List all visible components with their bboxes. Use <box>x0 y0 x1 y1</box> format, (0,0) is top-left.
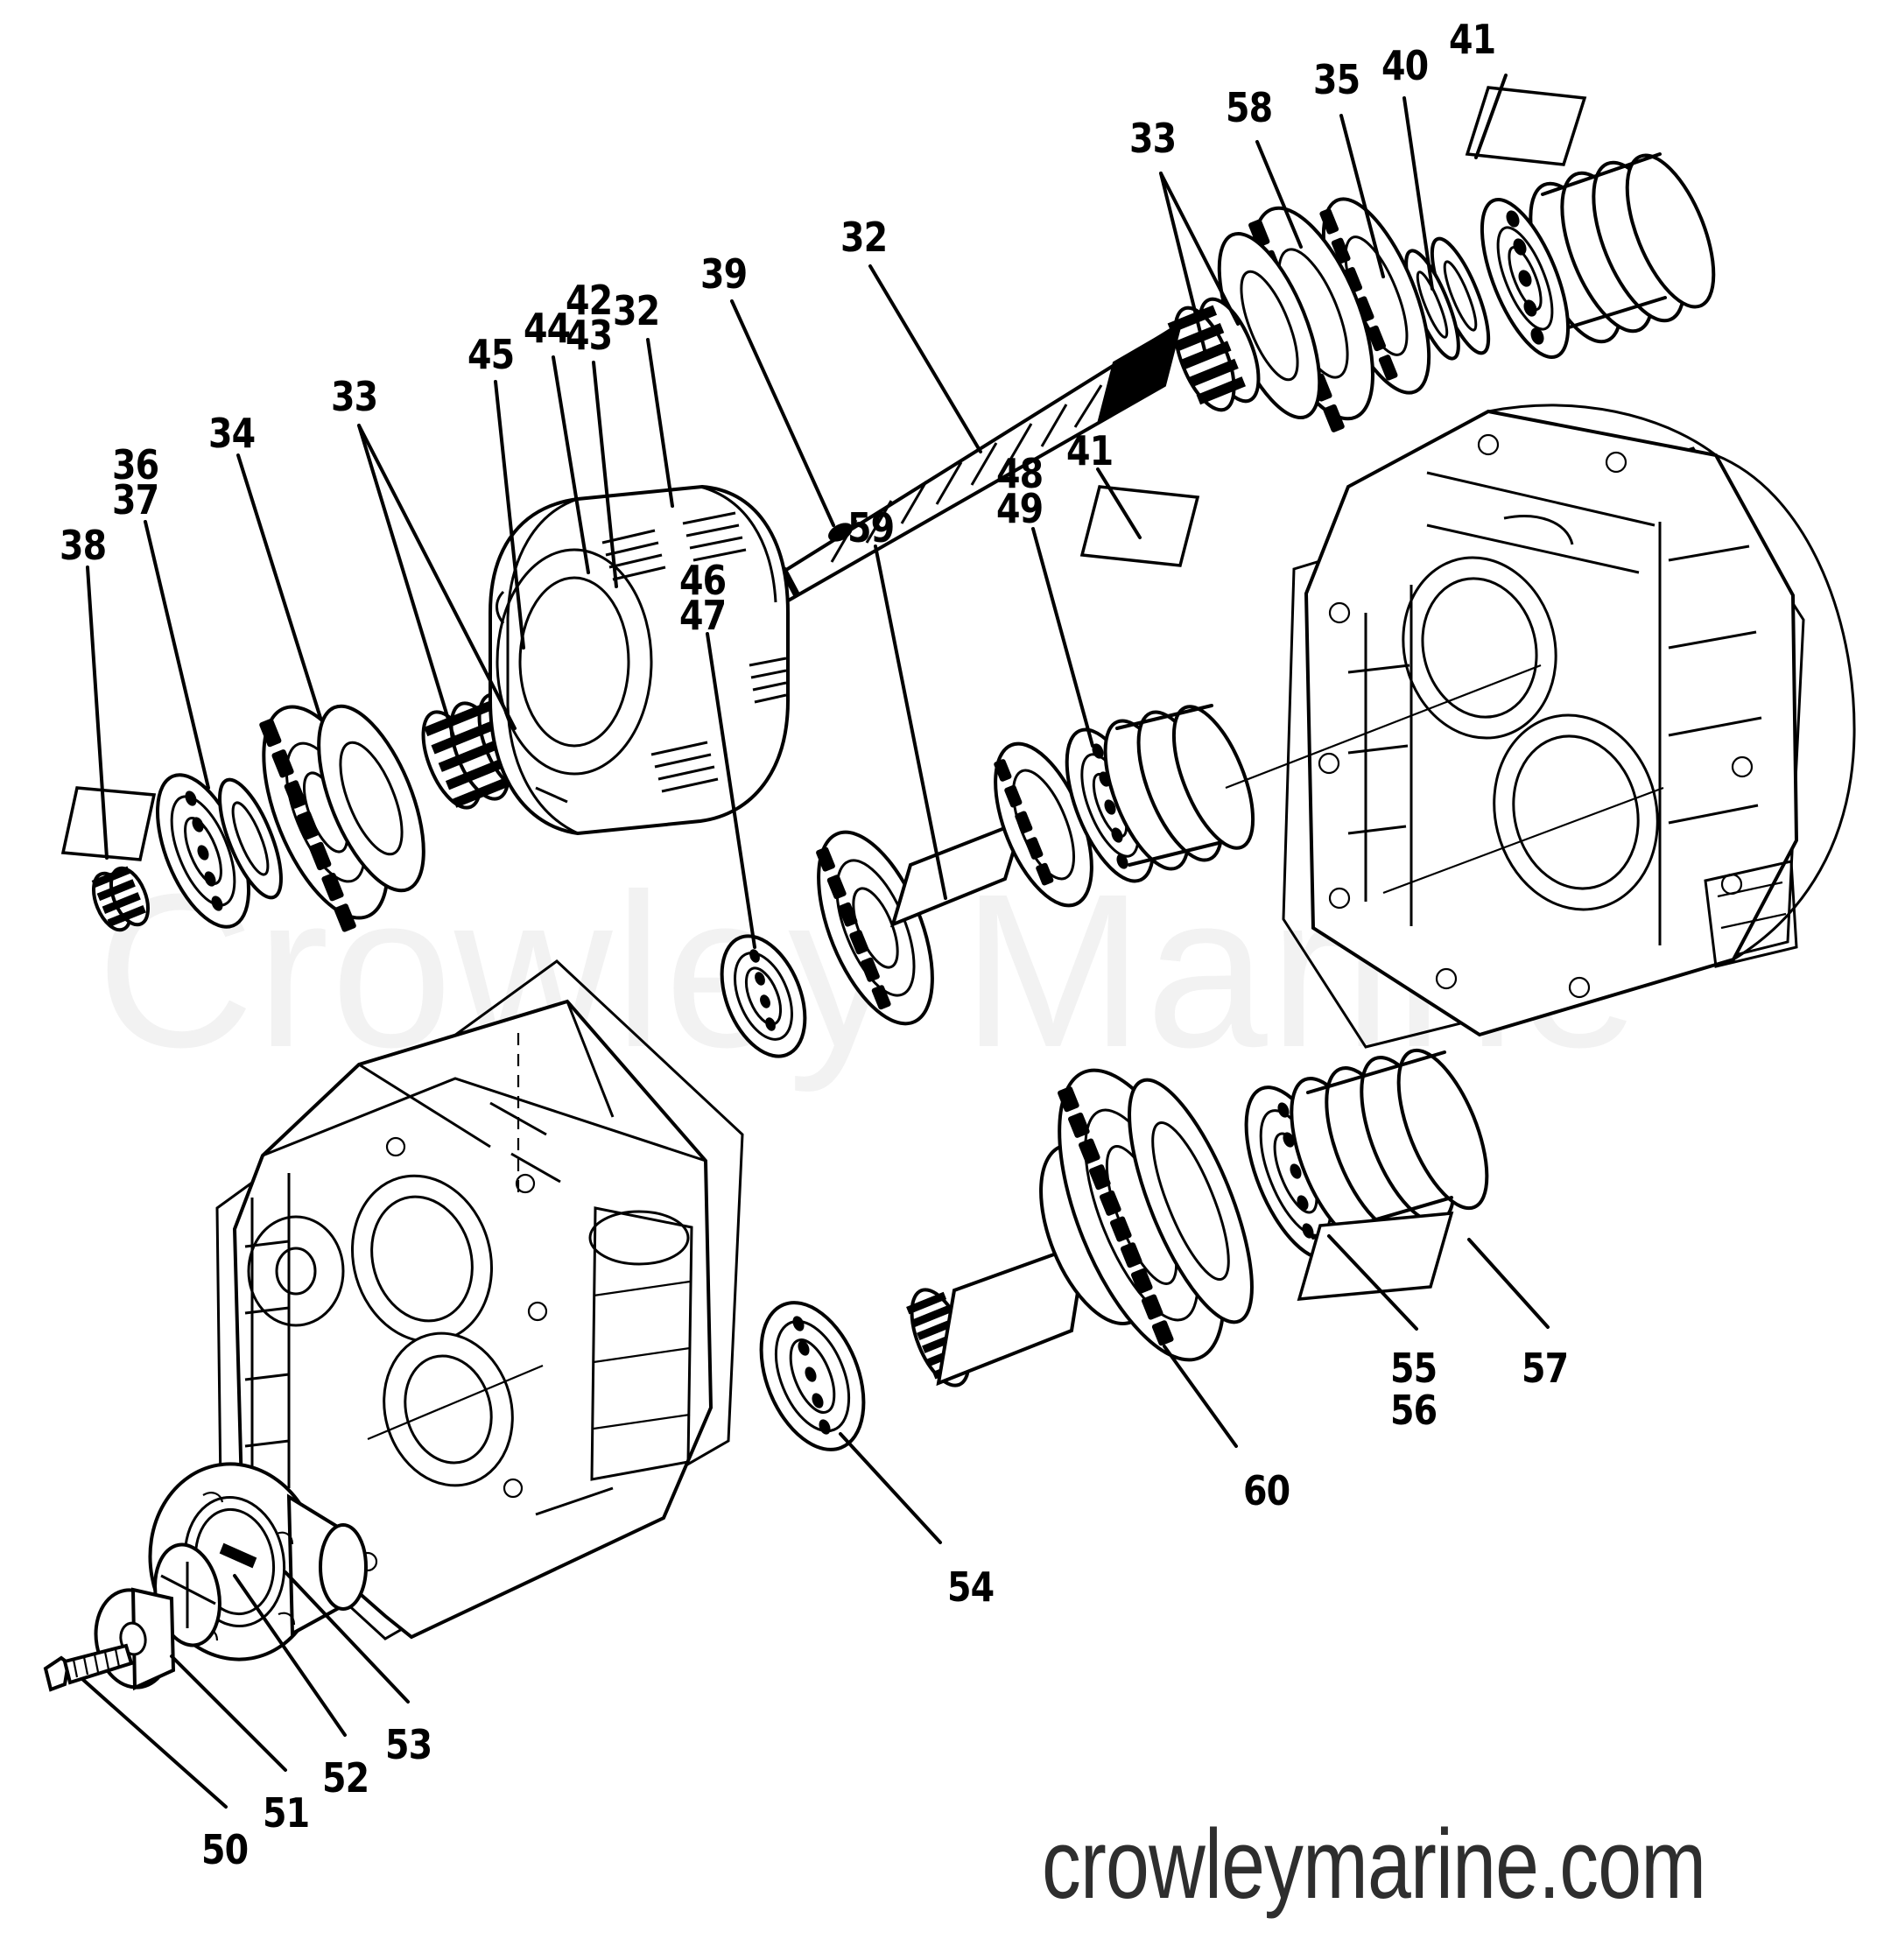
callout-33: 33 <box>1129 115 1177 162</box>
part-41-bearing-pack <box>1529 152 1716 344</box>
shim-box-57 <box>1297 1212 1454 1301</box>
part-bell-housing <box>1225 404 1856 1049</box>
shim-box-41b <box>1079 485 1200 567</box>
callout-51: 51 <box>263 1789 310 1837</box>
part-54-ball-bearing <box>759 1301 866 1451</box>
part-58-cluster-gear <box>1217 206 1374 432</box>
callout-43: 43 <box>566 312 613 359</box>
callout-54: 54 <box>947 1563 995 1611</box>
callout-58: 58 <box>1226 84 1273 131</box>
callout-36: 36 <box>112 441 159 488</box>
part-39-key <box>828 523 853 542</box>
callout-35: 35 <box>1313 56 1360 103</box>
callout-42: 42 <box>566 277 613 324</box>
part-51-cap <box>94 1587 176 1691</box>
footer-website-url: crowleymarine.com <box>1042 1809 1706 1919</box>
callout-47: 47 <box>679 592 727 639</box>
callout-33: 33 <box>331 373 378 420</box>
callout-32: 32 <box>613 287 660 334</box>
callout-38: 38 <box>60 522 107 569</box>
part-48-49-bearing-pack <box>1065 704 1255 883</box>
part-46-47-ball-bearing <box>720 934 807 1058</box>
callout-41: 41 <box>1449 16 1496 63</box>
callout-52: 52 <box>322 1754 369 1802</box>
callout-44: 44 <box>524 305 571 352</box>
leader-lines <box>81 74 1550 1809</box>
part-60-output-shaft-gear <box>906 1068 1254 1387</box>
part-34-gear <box>259 704 425 932</box>
callout-57: 57 <box>1522 1345 1569 1392</box>
part-38-roller-set <box>91 866 150 932</box>
callout-39: 39 <box>700 250 748 298</box>
shim-box-41 <box>1465 86 1587 166</box>
part-33-needle-bearings-upper <box>1167 297 1261 412</box>
callout-59: 59 <box>847 504 895 551</box>
callout-45: 45 <box>467 331 515 378</box>
callout-32: 32 <box>840 214 888 261</box>
callout-55: 55 <box>1390 1345 1438 1392</box>
part-36-37-bearing <box>155 773 283 929</box>
part-50-screw <box>43 1643 134 1692</box>
callout-34: 34 <box>208 410 256 457</box>
callout-56: 56 <box>1390 1387 1438 1434</box>
part-59-idler-shaft-assembly <box>816 741 1093 1026</box>
callout-40: 40 <box>1381 42 1429 89</box>
callout-41: 41 <box>1066 427 1114 474</box>
clutch-splines <box>601 511 787 793</box>
callout-60: 60 <box>1243 1467 1290 1514</box>
part-41-roller-bearing <box>1480 197 1571 360</box>
part-45-clutch-drum <box>489 484 790 836</box>
callout-37: 37 <box>112 476 159 523</box>
shim-box-38 <box>60 786 157 861</box>
group-idler-shaft <box>720 485 1255 1058</box>
callout-53: 53 <box>385 1721 432 1768</box>
callout-49: 49 <box>996 485 1044 532</box>
callout-50: 50 <box>201 1826 249 1873</box>
callout-48: 48 <box>996 450 1044 497</box>
part-55-56-tapered-bearing <box>1244 1048 1489 1261</box>
callout-46: 46 <box>679 557 727 604</box>
group-left-shaft <box>60 484 790 932</box>
